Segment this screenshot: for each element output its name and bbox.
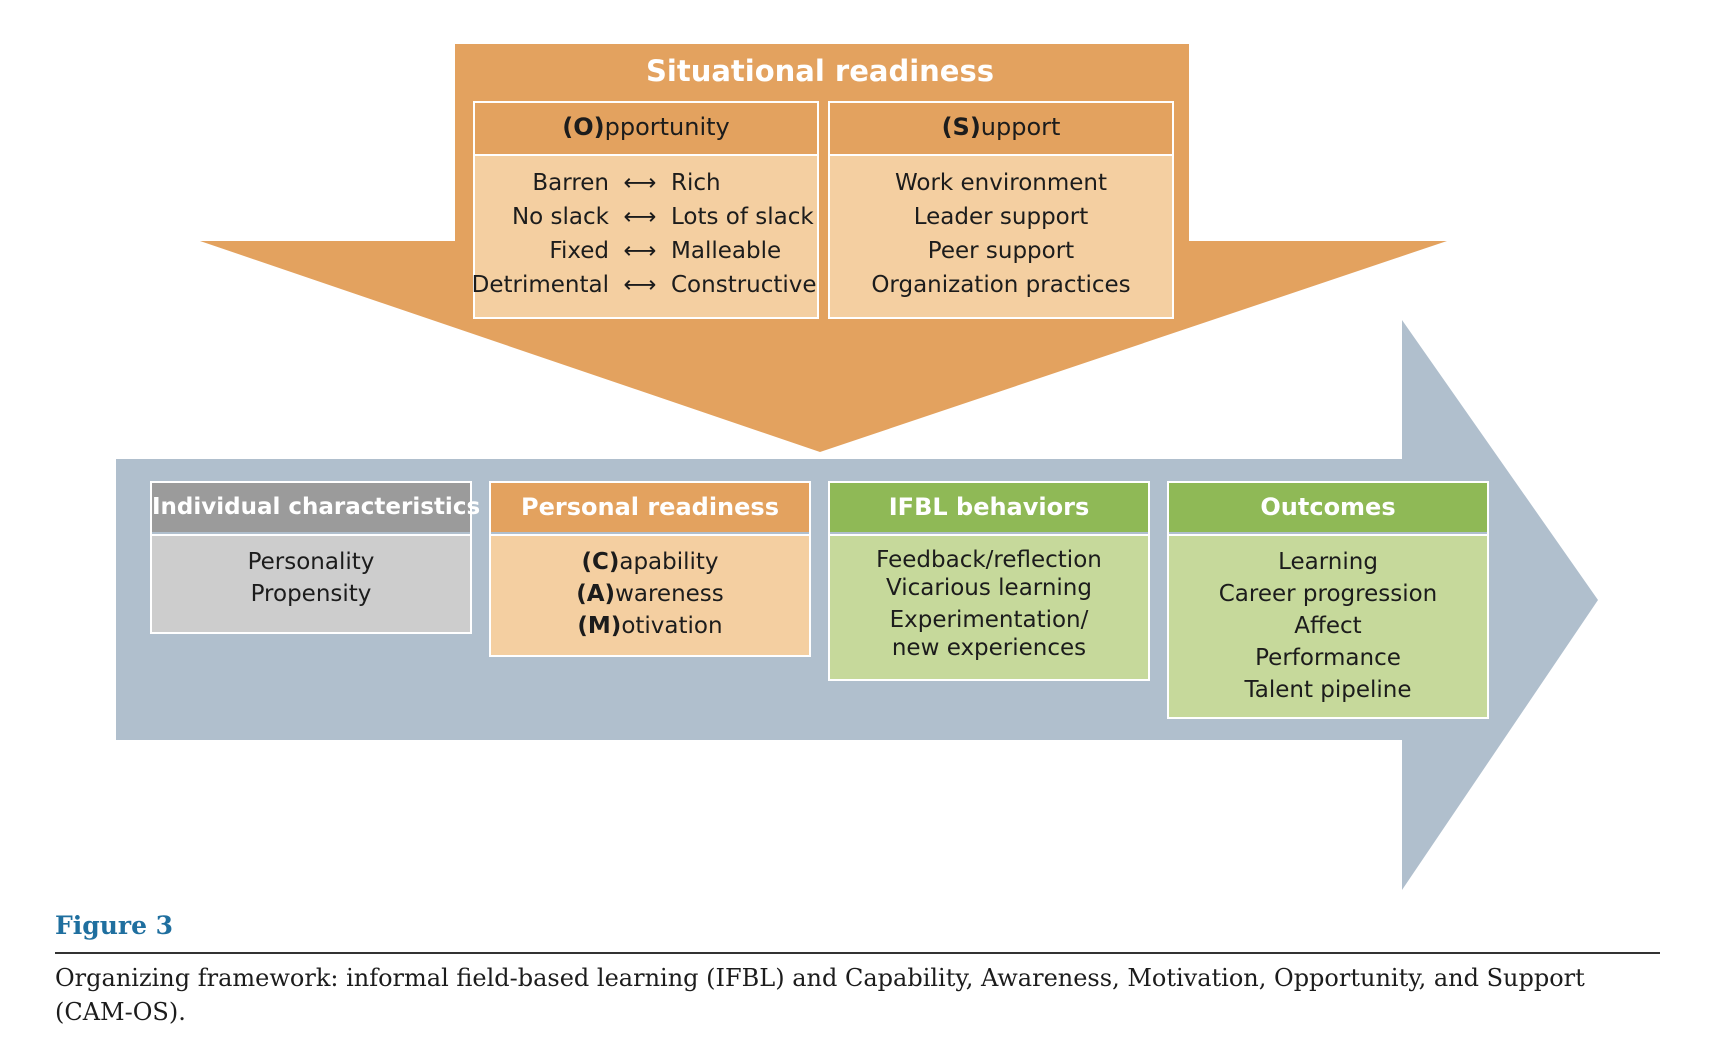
behavior-item: Feedback/reflection [876,547,1102,573]
pair-right: Rich [671,170,721,196]
outcome-item: Affect [1294,613,1362,639]
pair-left: Detrimental [471,272,609,298]
support-body: Work environment Leader support Peer sup… [830,154,1172,317]
support-rest: upport [980,113,1061,141]
double-arrow-icon: ⟷ [623,170,657,196]
support-item: Peer support [927,238,1075,264]
readiness-item: (M)otivation [491,610,809,642]
opportunity-pair: Fixed ⟷ Malleable [475,234,817,268]
support-header: (S)upport [830,103,1172,152]
individual-characteristics-box: Individual characteristics Personality P… [150,481,480,634]
ifbl-behaviors-box: IFBL behaviors Feedback/reflection Vicar… [828,481,1150,681]
outcome-item: Talent pipeline [1244,677,1412,703]
opportunity-box: (O)pportunity Barren ⟷ Rich No slack ⟷ L… [471,101,819,319]
readiness-rest: otivation [621,613,723,639]
characteristic-item: Propensity [250,581,372,607]
situational-readiness-title: Situational readiness [646,54,994,88]
outcomes-box: Outcomes Learning Career progression Aff… [1167,481,1489,719]
pair-right: Constructive [671,272,817,298]
pair-right: Malleable [671,238,782,264]
ifbl-behaviors-title: IFBL behaviors [830,483,1148,532]
opportunity-header: (O)pportunity [475,103,817,152]
support-key: (S) [941,113,981,141]
support-box: (S)upport Work environment Leader suppor… [828,101,1174,319]
opportunity-key: (O) [562,113,605,141]
readiness-item: (A)wareness [491,578,809,610]
personal-readiness-title: Personal readiness [491,483,809,532]
support-item: Work environment [894,170,1108,196]
readiness-key: (A) [576,581,616,607]
support-item: Leader support [913,204,1089,230]
personal-readiness-box: Personal readiness (C)apability (A)waren… [489,481,811,657]
readiness-key: (M) [577,613,622,639]
support-item: Organization practices [871,272,1131,298]
opportunity-body: Barren ⟷ Rich No slack ⟷ Lots of slack F… [471,154,817,317]
behavior-item: Vicarious learning [886,575,1092,601]
figure-caption: Organizing framework: informal field-bas… [55,964,1585,1026]
outcome-item: Performance [1255,645,1401,671]
opportunity-rest: pportunity [604,113,730,141]
situational-arrow [200,44,1447,452]
double-arrow-icon: ⟷ [623,238,657,264]
double-arrow-icon: ⟷ [623,204,657,230]
pair-left: Fixed [549,238,609,264]
behavior-item: new experiences [891,635,1087,661]
readiness-item: (C)apability [491,546,809,578]
double-arrow-icon: ⟷ [623,272,657,298]
outcome-item: Learning [1278,549,1378,575]
readiness-rest: wareness [615,581,724,607]
readiness-rest: apability [619,549,719,575]
characteristic-item: Personality [247,549,375,575]
pair-right: Lots of slack [671,204,814,230]
figure-label: Figure 3 [55,911,174,940]
outcome-item: Career progression [1218,581,1438,607]
behavior-item: Experimentation/ [889,607,1089,633]
pair-left: No slack [511,204,609,230]
readiness-key: (C) [581,549,620,575]
opportunity-pair: Detrimental ⟷ Constructive [471,268,817,302]
outcomes-title: Outcomes [1169,483,1487,532]
opportunity-pair: Barren ⟷ Rich [475,166,817,200]
opportunity-pair: No slack ⟷ Lots of slack [475,200,817,234]
pair-left: Barren [532,170,609,196]
individual-characteristics-title: Individual characteristics [152,483,480,532]
caption-divider [55,952,1660,954]
